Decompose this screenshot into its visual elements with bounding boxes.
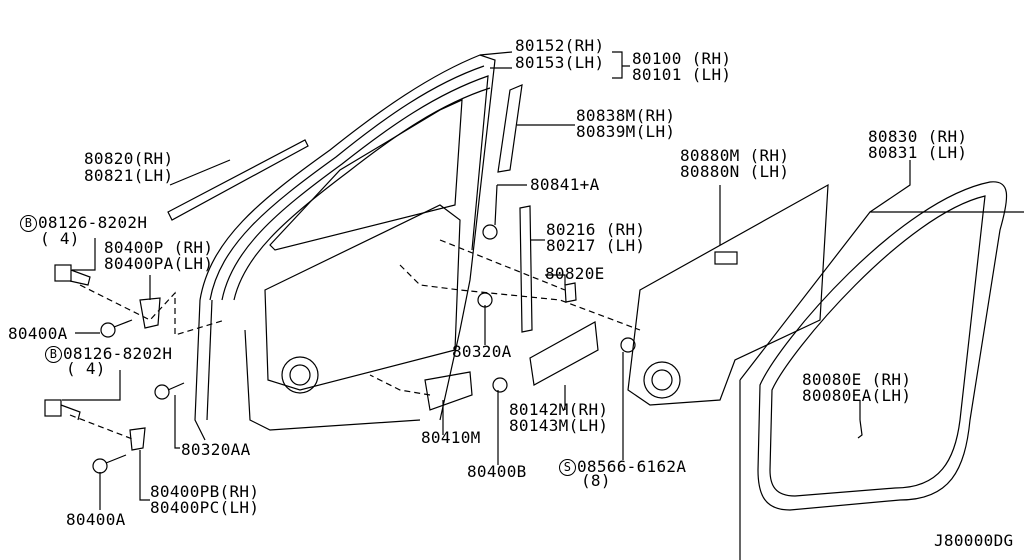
label-bolt-qty-top: ( 4)	[40, 229, 80, 248]
inner-panel	[264, 204, 461, 394]
bolts	[44, 264, 636, 474]
bolt-part-number: 08126-8202H	[38, 213, 148, 232]
label-80820: 80820(RH)	[84, 149, 174, 168]
label-80830: 80830 (RH)	[868, 127, 968, 146]
label-80217: 80217 (LH)	[546, 236, 646, 255]
inside-handle-escutcheon	[529, 321, 599, 386]
label-80216: 80216 (RH)	[546, 220, 646, 239]
label-80142m: 80142M(RH)	[509, 400, 609, 419]
label-80400b: 80400B	[467, 462, 527, 481]
label-80410m: 80410M	[421, 428, 481, 447]
label-screw-qty: (8)	[581, 471, 611, 490]
label-80320a: 80320A	[452, 342, 512, 361]
label-80400pb: 80400PB(RH)	[150, 482, 260, 501]
label-80153: 80153(LH)	[515, 53, 605, 72]
outer-weatherstrip	[167, 139, 309, 221]
label-80400a-bottom: 80400A	[66, 510, 126, 529]
label-80839m: 80839M(LH)	[576, 122, 676, 141]
bolt-symbol-icon: B	[45, 346, 62, 363]
label-80100: 80100 (RH)	[632, 49, 732, 68]
screw-part-number: 08566-6162A	[577, 457, 687, 476]
door-trim-panel	[627, 183, 829, 406]
label-80838m: 80838M(RH)	[576, 106, 676, 125]
label-80320aa: 80320AA	[181, 440, 251, 459]
label-80820e: 80820E	[545, 264, 605, 283]
leader-lines	[62, 51, 911, 510]
screw-symbol-icon: S	[559, 459, 576, 476]
label-80841a: 80841+A	[530, 175, 600, 194]
label-80831: 80831 (LH)	[868, 143, 968, 162]
label-80400pa: 80400PA(LH)	[104, 254, 214, 273]
label-80821: 80821(LH)	[84, 166, 174, 185]
label-80143m: 80143M(LH)	[509, 416, 609, 435]
bolt-part-number: 08126-8202H	[63, 344, 173, 363]
label-80880n: 80880N (LH)	[680, 162, 790, 181]
label-80101: 80101 (LH)	[632, 65, 732, 84]
label-80400p: 80400P (RH)	[104, 238, 214, 257]
dashed-guides	[69, 239, 641, 441]
door-frame	[194, 54, 496, 441]
diagram-code: J80000DG	[934, 531, 1014, 550]
label-80880m: 80880M (RH)	[680, 146, 790, 165]
label-80400pc: 80400PC(LH)	[150, 498, 260, 517]
sash-strip	[497, 84, 523, 173]
label-bolt-qty-bottom: ( 4)	[66, 359, 106, 378]
label-80400a-top: 80400A	[8, 324, 68, 343]
label-80080ea: 80080EA(LH)	[802, 386, 912, 405]
grommet	[482, 224, 498, 240]
seal-box	[739, 181, 1024, 560]
label-80152: 80152(RH)	[515, 36, 605, 55]
sash-channel	[519, 205, 533, 333]
label-80080e: 80080E (RH)	[802, 370, 912, 389]
bolt-symbol-icon: B	[20, 215, 37, 232]
